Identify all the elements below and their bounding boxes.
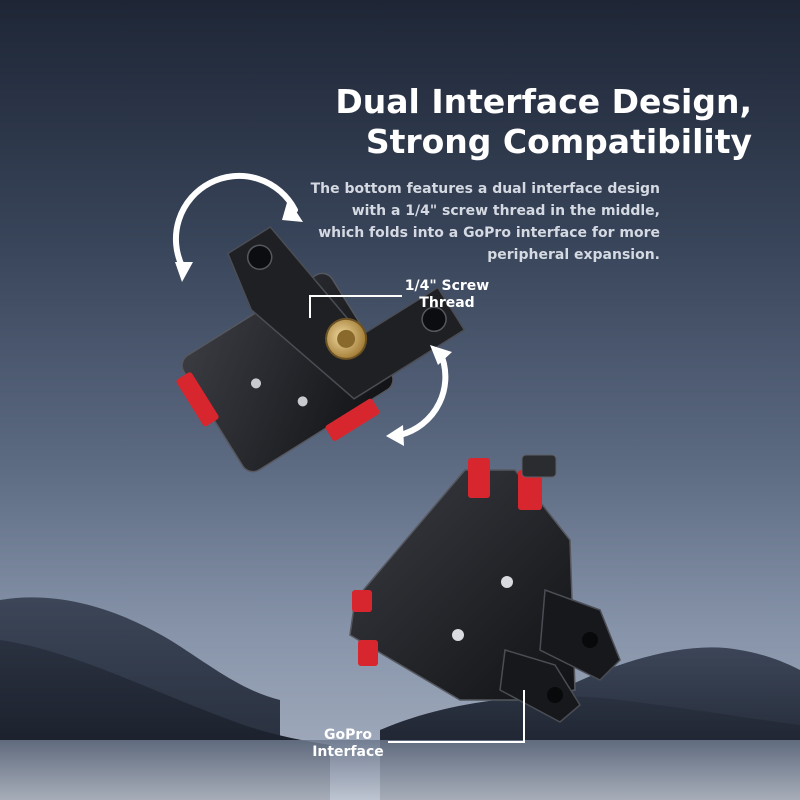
gopro-interface-leader-line [388, 690, 525, 743]
arrow-head-icon [175, 262, 193, 282]
gopro-interface-callout: GoPro Interface [303, 727, 393, 761]
arm-hole [421, 306, 447, 333]
gopro-prong [539, 588, 621, 681]
description-line: which folds into a GoPro interface for m… [318, 225, 660, 241]
folding-arm [226, 226, 466, 400]
page-title: Dual Interface Design, Strong Compatibil… [232, 82, 752, 162]
page-title-line: Strong Compatibility [365, 122, 752, 161]
rotate-arrow-icon [173, 173, 298, 271]
callout-line: Interface [312, 744, 384, 760]
red-latch-bottom [325, 398, 380, 441]
screw-thread-bore [337, 329, 356, 348]
description-line: with a 1/4" screw thread in the middle, [351, 203, 660, 219]
screw-thread-leader-line [309, 295, 402, 318]
red-latch-left [176, 372, 219, 427]
callout-line: Thread [419, 295, 475, 311]
bolt-icon [452, 629, 464, 641]
prong-hole [582, 632, 598, 648]
adjustment-knob [521, 454, 557, 478]
callout-line: 1/4" Screw [404, 278, 490, 294]
bolt-icon [251, 378, 262, 389]
description-line: The bottom features a dual interface des… [310, 181, 660, 197]
red-latch-side [358, 640, 378, 666]
gopro-prong [499, 649, 581, 723]
bolt-icon [297, 396, 308, 407]
arrow-head-icon [386, 425, 404, 446]
red-latch-top [518, 470, 542, 510]
page-title-line: Dual Interface Design, [335, 82, 752, 121]
callout-line: GoPro [324, 727, 372, 743]
red-latch-side [352, 590, 372, 612]
screw-thread-callout: 1/4" Screw Thread [392, 278, 502, 312]
arm-hole [246, 244, 273, 270]
feature-description: The bottom features a dual interface des… [220, 178, 660, 266]
red-latch-top [468, 458, 490, 498]
water-surface [0, 740, 800, 800]
bolt-icon [501, 576, 513, 588]
arrow-head-icon [430, 345, 452, 365]
lower-mount [349, 454, 621, 723]
rotate-arrow-icon [397, 349, 449, 438]
prong-hole [547, 687, 563, 703]
arrow-head-icon [282, 199, 303, 222]
upper-mount [176, 226, 466, 473]
description-line: peripheral expansion. [487, 247, 660, 263]
